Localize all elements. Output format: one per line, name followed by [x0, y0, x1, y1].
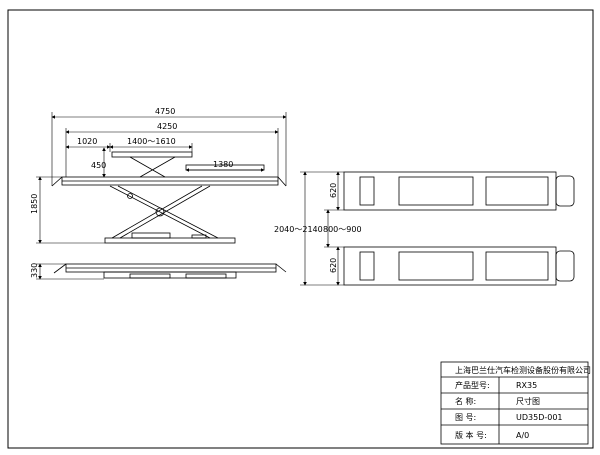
dim-platform-width-upper: 620 [329, 183, 338, 198]
top-view [343, 171, 575, 286]
dim-mid-range: 1400～1610 [127, 137, 176, 146]
title-label-name: 名 称: [455, 396, 476, 406]
title-block [440, 361, 589, 445]
dim-inner-gap: 800～900 [323, 225, 362, 234]
scissor-arms [109, 185, 219, 239]
title-label-version: 版 本 号: [455, 430, 487, 440]
dim-front-section: 1020 [77, 137, 97, 146]
runway-upper [343, 171, 557, 211]
ramp-right [277, 176, 287, 187]
ramp-upper [555, 175, 575, 207]
ramp-left [51, 176, 63, 187]
title-value-drawing-no: UD35D-001 [516, 413, 563, 422]
dim-platform-length: 4250 [157, 122, 177, 131]
title-value-name: 尺寸图 [516, 396, 540, 406]
top-view-dimensions [300, 171, 344, 286]
dim-overall-length: 4750 [155, 107, 175, 116]
title-value-model: RX35 [516, 381, 537, 390]
runway-lower [343, 246, 557, 286]
dim-lift-height: 1850 [30, 194, 39, 214]
title-value-version: A/0 [516, 431, 529, 440]
side-view-lowered [53, 263, 287, 279]
ramp-lower [555, 250, 575, 282]
dim-overall-width: 2040～2140 [274, 225, 323, 234]
title-label-model: 产品型号: [455, 380, 490, 390]
dim-slide-plate: 1380 [213, 160, 233, 169]
side-view-raised [51, 151, 287, 244]
dim-platform-width-lower: 620 [329, 258, 338, 273]
drawing-frame [7, 9, 594, 449]
dim-column-offset: 450 [91, 161, 106, 170]
side-view-dimensions [36, 112, 287, 280]
secondary-jack [111, 151, 193, 158]
base-frame-raised [104, 237, 236, 244]
title-company: 上海巴兰仕汽车检测设备股份有限公司 [455, 365, 591, 375]
dim-lowered-height: 330 [30, 263, 39, 278]
title-label-drawing-no: 图 号: [455, 413, 476, 422]
